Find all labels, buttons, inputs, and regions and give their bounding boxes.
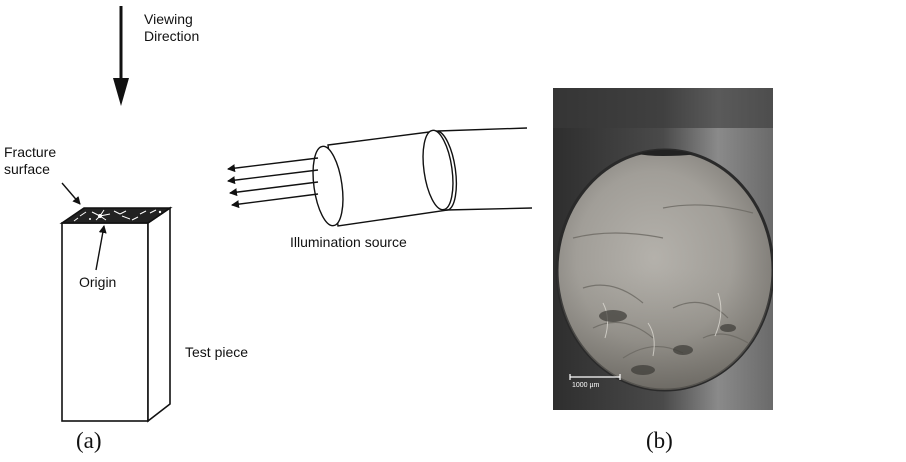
viewing-direction-label: Viewing Direction: [144, 11, 224, 45]
light-ray-arrows: [228, 158, 318, 205]
fracture-surface-label: Fracture surface: [4, 144, 72, 178]
origin-label: Origin: [79, 274, 116, 291]
fracture-photo: [553, 88, 773, 410]
viewing-direction-arrow: [113, 6, 129, 106]
illumination-source-cylinder: [309, 128, 532, 228]
illumination-source-label: Illumination source: [290, 234, 407, 251]
scale-bar-label: 1000 µm: [572, 382, 599, 389]
caption-b: (b): [646, 428, 673, 454]
test-piece-label: Test piece: [185, 344, 248, 361]
fracture-surface-pointer: [62, 183, 80, 204]
caption-a: (a): [76, 428, 102, 454]
test-piece-prism: [62, 208, 170, 421]
